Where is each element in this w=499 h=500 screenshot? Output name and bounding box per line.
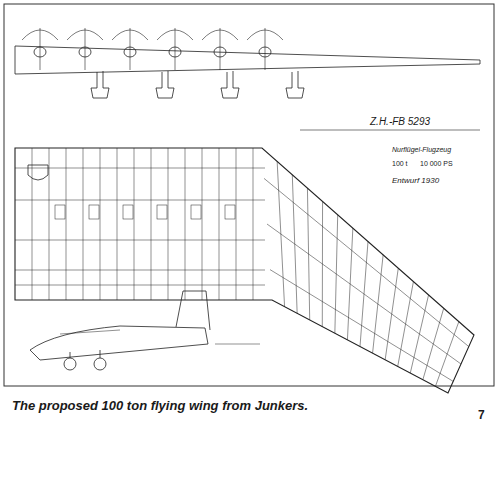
frame xyxy=(4,4,494,386)
rib xyxy=(202,148,203,300)
title-rule xyxy=(300,130,480,131)
wheel xyxy=(94,358,106,370)
spar xyxy=(15,200,265,201)
cabin xyxy=(157,205,167,219)
spar xyxy=(15,270,265,271)
cockpit xyxy=(28,165,48,180)
window-line xyxy=(60,330,120,334)
ground-line xyxy=(215,344,260,345)
float xyxy=(91,71,109,98)
spar xyxy=(15,240,265,241)
propeller-blade xyxy=(265,28,266,70)
page-number: 7 xyxy=(478,408,485,422)
side-view xyxy=(30,291,260,370)
caption: The proposed 100 ton flying wing from Ju… xyxy=(12,398,308,413)
spar xyxy=(267,224,461,364)
spar xyxy=(264,178,469,346)
wheel xyxy=(64,358,76,370)
wing-plan xyxy=(15,148,474,393)
cabin xyxy=(123,205,133,219)
fuselage-side xyxy=(30,326,208,360)
float xyxy=(156,71,174,98)
rib xyxy=(219,148,220,300)
cabin xyxy=(191,205,201,219)
rib xyxy=(185,148,186,300)
propeller-blade xyxy=(175,28,176,70)
float xyxy=(286,71,304,98)
rib xyxy=(100,148,101,300)
rib xyxy=(32,148,33,300)
propeller-blade xyxy=(40,28,41,70)
title-block-text: Z.H.-FB 5293 xyxy=(370,116,430,127)
title-block-text: 100 t xyxy=(392,160,408,167)
propeller-blade xyxy=(220,28,221,70)
rib xyxy=(151,148,152,300)
cabin xyxy=(89,205,99,219)
ribs xyxy=(15,148,469,386)
front-view xyxy=(15,28,480,98)
spar xyxy=(15,168,265,169)
tail-fin xyxy=(176,291,210,330)
gear-strut xyxy=(100,350,101,358)
cabin xyxy=(55,205,65,219)
spar xyxy=(15,285,265,286)
rib xyxy=(49,148,50,300)
cabin xyxy=(225,205,235,219)
rib xyxy=(168,148,169,300)
rib xyxy=(117,148,118,300)
title-block-text: Entwurf 1930 xyxy=(392,176,439,185)
gear-strut xyxy=(70,352,71,358)
propeller-blade xyxy=(130,28,131,70)
title-block-text: 10 000 PS xyxy=(420,160,453,167)
plan-view xyxy=(15,148,474,393)
rib xyxy=(83,148,84,300)
rib xyxy=(236,148,237,300)
rib xyxy=(134,148,135,300)
spar xyxy=(270,270,453,382)
propeller-blade xyxy=(85,28,86,70)
rib xyxy=(66,148,67,300)
floats xyxy=(91,71,304,98)
title-block-text: Nurflügel-Flugzeug xyxy=(392,146,451,153)
float xyxy=(221,71,239,98)
propellers xyxy=(22,28,283,70)
rib xyxy=(253,148,254,300)
